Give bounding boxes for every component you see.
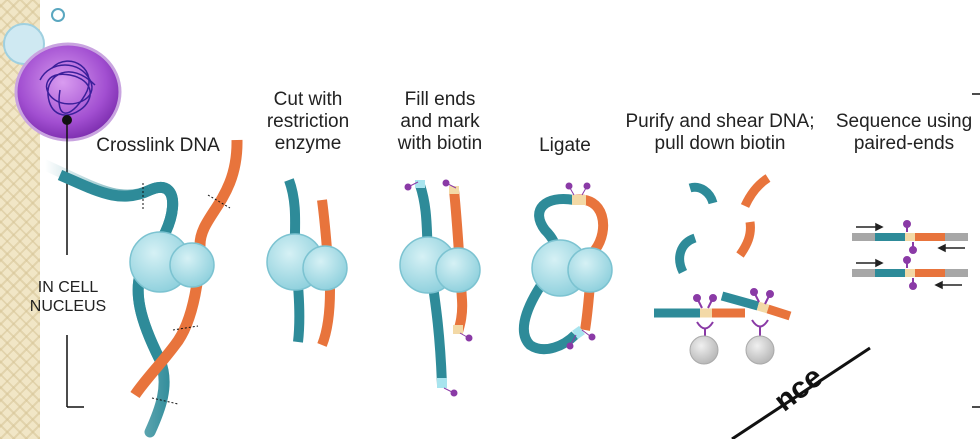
streptavidin-bead-icon xyxy=(746,336,774,364)
nucleosome-icon xyxy=(568,248,612,292)
cell-nucleus xyxy=(4,9,120,407)
small-bubble-icon xyxy=(52,9,64,21)
step-label-ligate: Ligate xyxy=(520,135,610,157)
nucleosome-icon xyxy=(303,246,347,290)
nucleosome-icon xyxy=(436,248,480,292)
biotin-marker-icon xyxy=(904,221,916,289)
nucleus-label: IN CELL NUCLEUS xyxy=(20,278,116,316)
streptavidin-bead-icon xyxy=(690,336,718,364)
step-label-fill-biotin: Fill ends and mark with biotin xyxy=(380,89,500,155)
nucleus-icon xyxy=(16,44,120,140)
step-purify-diagram xyxy=(654,178,790,364)
step-label-crosslink: Crosslink DNA xyxy=(88,135,228,157)
step-ligate-diagram xyxy=(524,183,612,349)
step-label-sequence: Sequence using paired-ends xyxy=(828,111,980,155)
step-sequence-diagram xyxy=(852,221,968,289)
step-cut-diagram xyxy=(267,180,347,345)
step-fill-biotin-diagram xyxy=(400,180,480,396)
nucleosome-icon xyxy=(170,243,214,287)
step-label-purify: Purify and shear DNA; pull down biotin xyxy=(620,111,820,155)
step-label-cut: Cut with restriction enzyme xyxy=(248,89,368,155)
